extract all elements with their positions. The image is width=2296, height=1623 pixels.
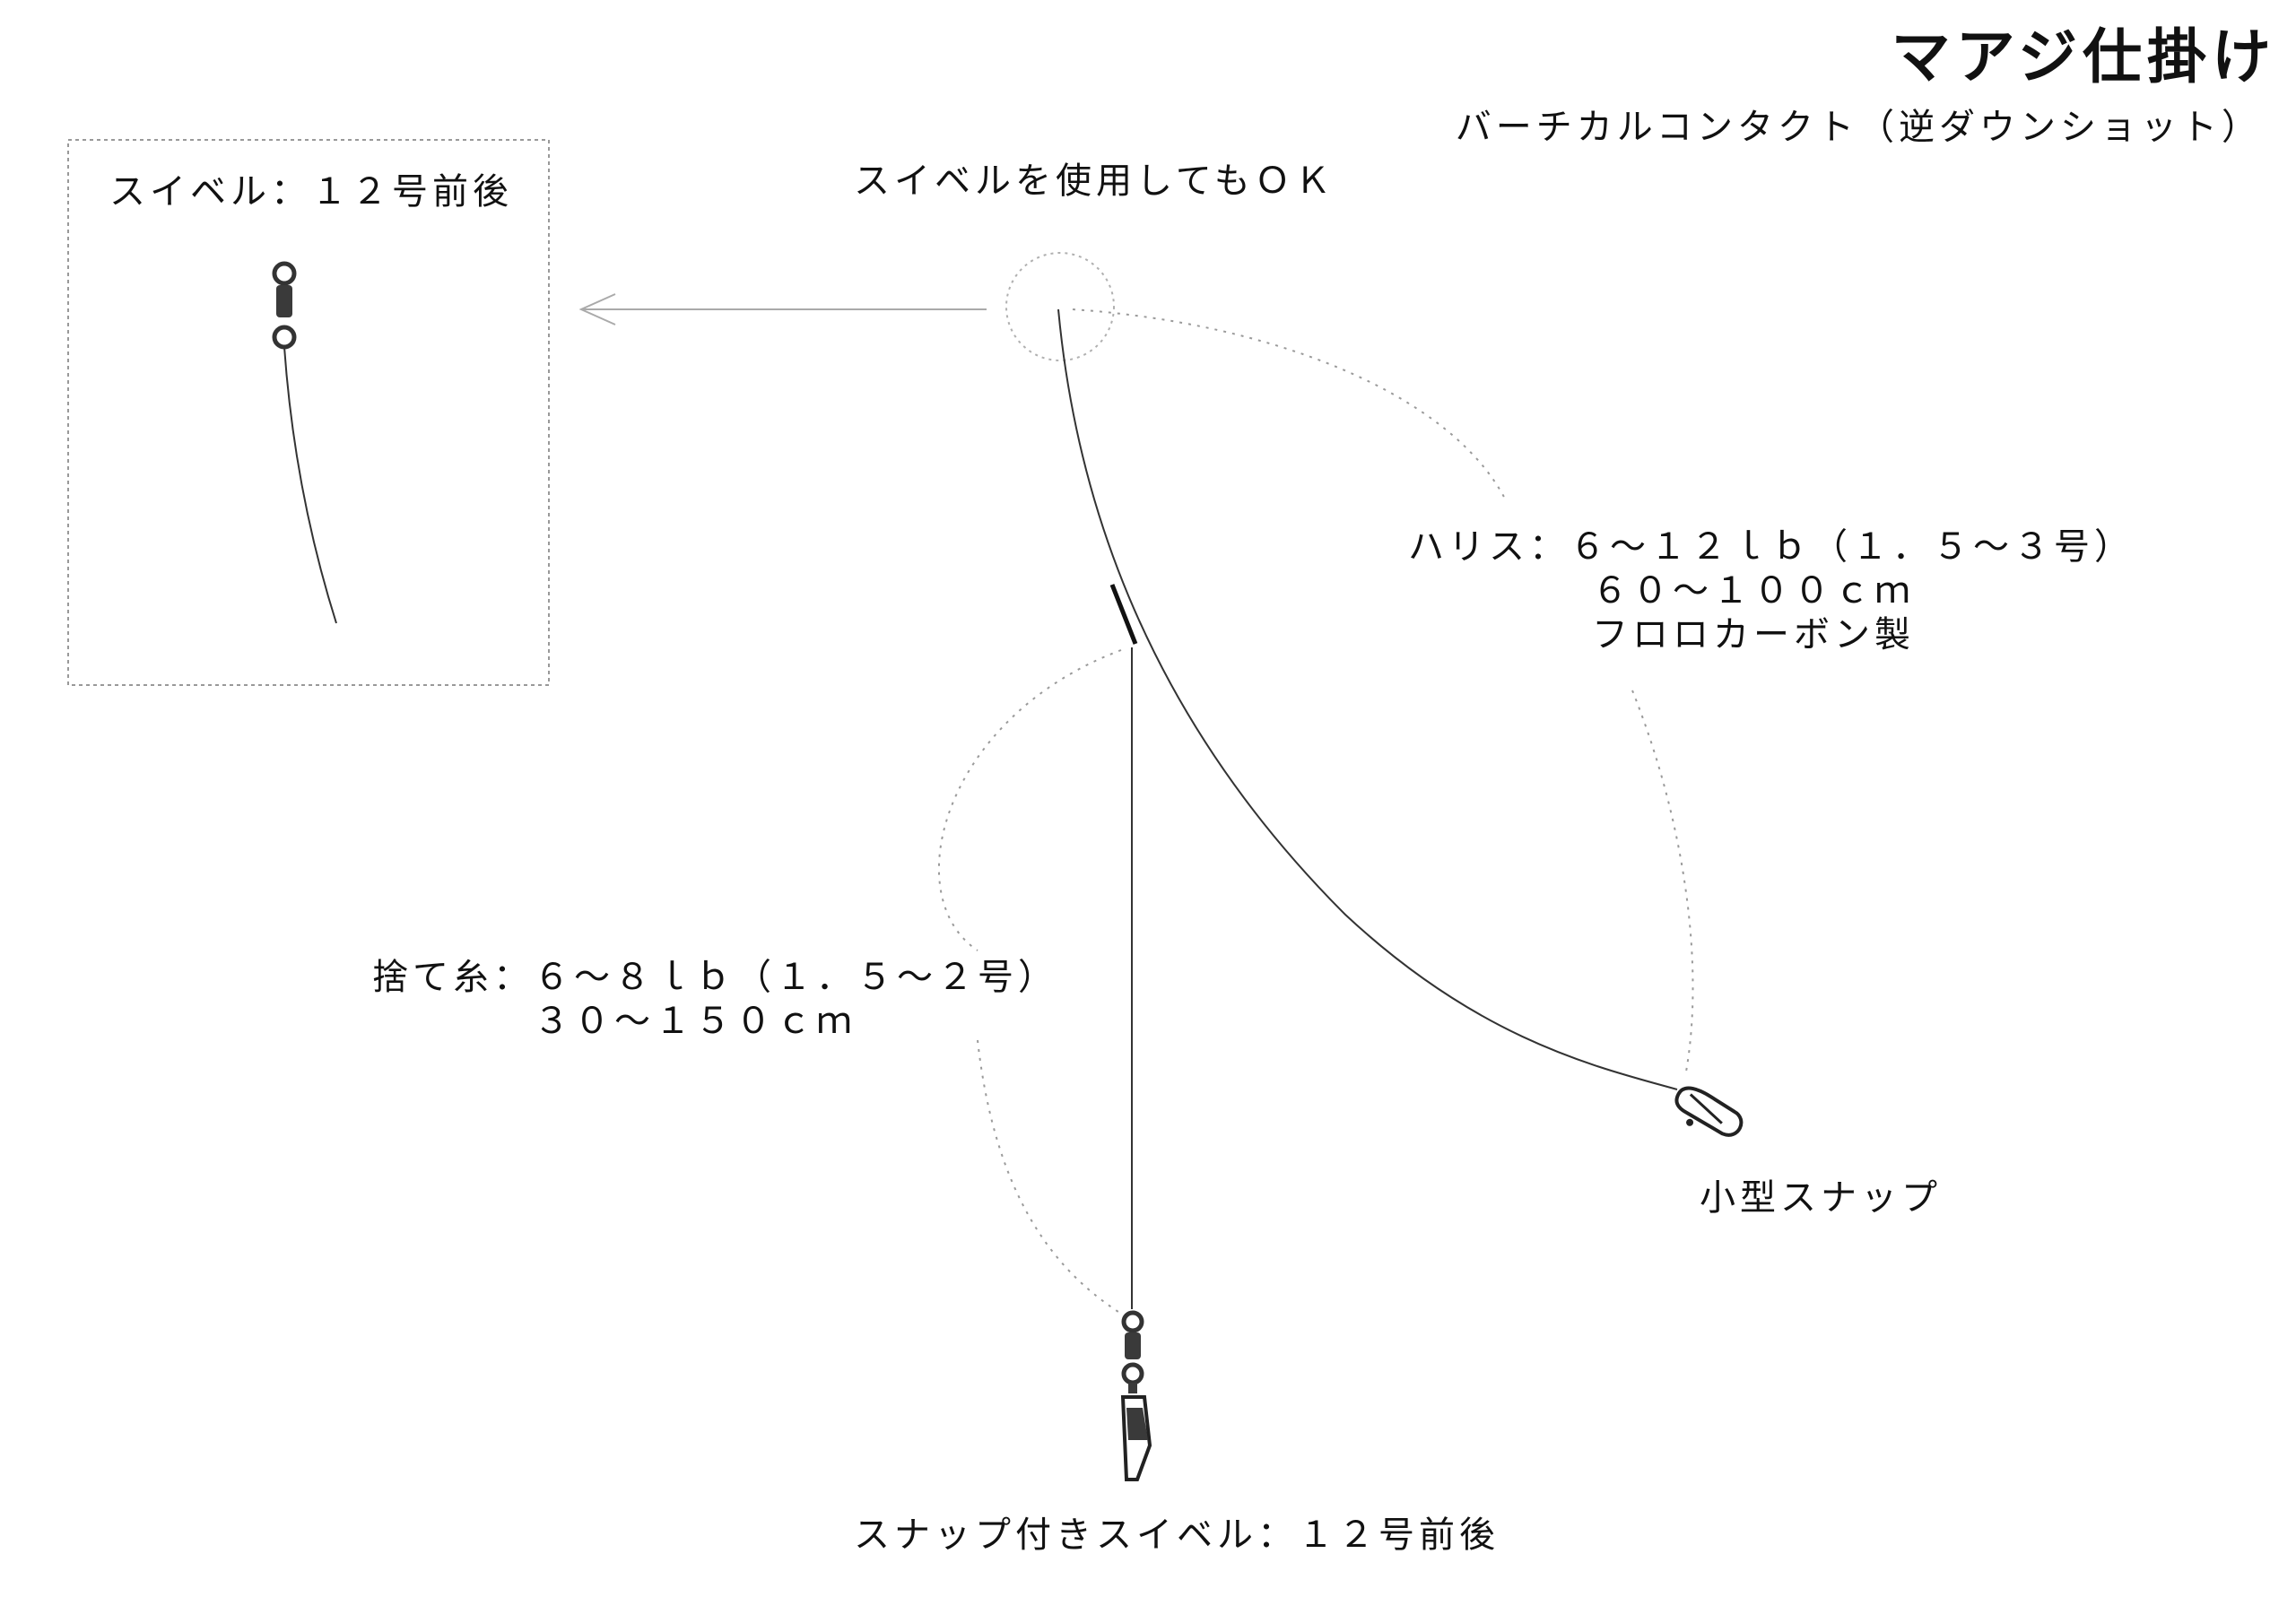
snap-swivel-icon — [1120, 1310, 1152, 1481]
inset-box — [67, 139, 550, 686]
harisu-guide-arc — [1072, 308, 1508, 503]
harisu-guide-arc-lower — [1631, 690, 1694, 1072]
inset-line — [283, 346, 337, 624]
swivel-option-circle — [1005, 252, 1115, 361]
harisu-label-line2: ６０～１００ｃｍ — [1592, 569, 1915, 612]
harisu-label: ハリス：６～１２ｌｂ（１．５～３号） ６０～１００ｃｍ フロロカーボン製 — [1408, 525, 2135, 656]
small-snap-label: 小型スナップ — [1700, 1177, 1942, 1219]
knot-mark — [1109, 584, 1138, 645]
pointer-arrow-head — [578, 293, 616, 325]
harisu-label-line1: ハリス：６～１２ｌｂ（１．５～３号） — [1408, 526, 2135, 568]
sute-label-line1: 捨て糸：６～８ｌｂ（１．５～２号） — [372, 957, 1058, 998]
inset-swivel-icon — [272, 261, 297, 350]
small-snap-icon — [1674, 1086, 1744, 1137]
harisu-label-line3: フロロカーボン製 — [1592, 613, 1915, 655]
sute-label: 捨て糸：６～８ｌｂ（１．５～２号） ３０～１５０ｃｍ — [372, 956, 1058, 1044]
sute-guide-arc-lower — [977, 1039, 1122, 1315]
page-subtitle: バーチカルコンタクト（逆ダウンショット） — [1455, 107, 2262, 148]
swivel-ok-label: スイベルを使用してもＯＫ — [854, 161, 1335, 202]
snap-swivel-label: スナップ付きスイベル：１２号前後 — [854, 1515, 1500, 1556]
harisu-line — [1057, 308, 1678, 1090]
page-title: マアジ仕掛け — [1891, 22, 2276, 91]
sute-label-line2: ３０～１５０ｃｍ — [534, 1000, 857, 1042]
sute-guide-arc — [938, 649, 1122, 951]
inset-swivel-label: スイベル：１２号前後 — [109, 171, 513, 213]
